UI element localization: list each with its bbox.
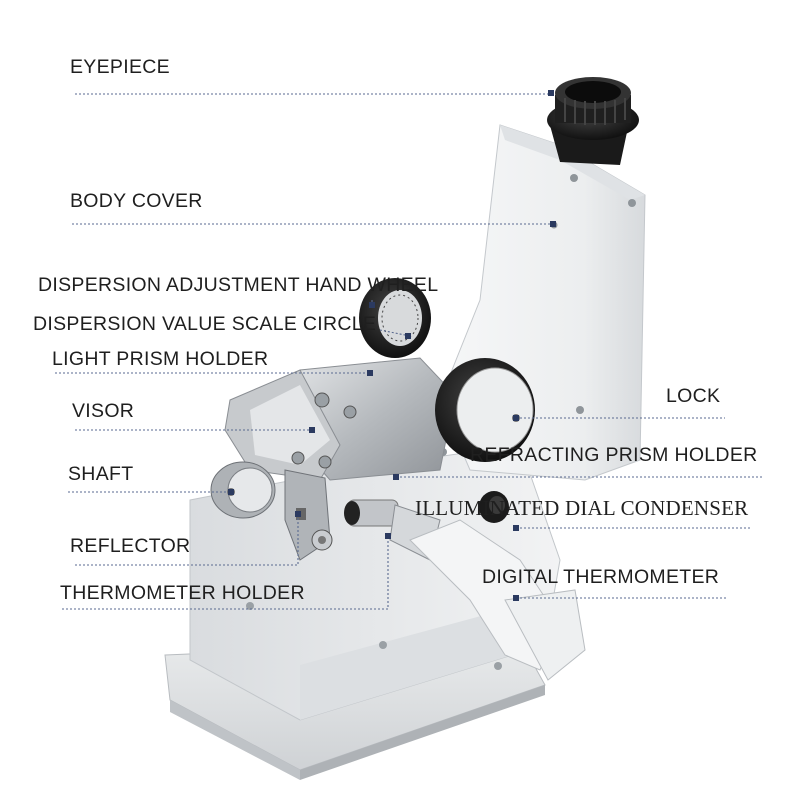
leader-thermometer-holder xyxy=(62,536,389,610)
label-lock: LOCK xyxy=(666,385,721,407)
shaft-roller xyxy=(210,461,276,519)
marker-thermometer-holder xyxy=(385,533,391,539)
digital-thermometer-arm xyxy=(409,519,586,681)
label-thermometer-holder: THERMOMETER HOLDER xyxy=(60,582,305,604)
marker-refracting-prism-holder xyxy=(393,474,399,480)
marker-light-prism-holder xyxy=(367,370,373,376)
marker-visor xyxy=(309,427,315,433)
dial-condenser-knob xyxy=(479,491,509,523)
marker-scale-circle xyxy=(405,333,411,339)
label-dispersion-scale-circle: DISPERSION VALUE SCALE CIRCLE xyxy=(33,313,377,335)
label-digital-thermometer: DIGITAL THERMOMETER xyxy=(482,566,720,588)
leader-reflector xyxy=(75,514,299,566)
lock-knob xyxy=(435,358,535,462)
label-shaft: SHAFT xyxy=(68,463,134,485)
marker-digital-thermometer xyxy=(513,595,519,601)
label-visor: VISOR xyxy=(72,400,135,422)
marker-hand-wheel xyxy=(369,302,375,308)
prism-holder-block xyxy=(224,357,456,481)
lower-housing xyxy=(189,444,561,721)
label-light-prism-holder: LIGHT PRISM HOLDER xyxy=(52,348,269,370)
marker-eyepiece xyxy=(548,90,554,96)
marker-dial-condenser xyxy=(513,525,519,531)
label-refracting-prism-holder: REFRACTING PRISM HOLDER xyxy=(470,444,758,466)
label-body-cover: BODY COVER xyxy=(70,190,203,212)
marker-reflector xyxy=(295,511,301,517)
eyepiece-assembly xyxy=(547,77,639,165)
pointer-markers xyxy=(228,90,556,601)
leader-lines xyxy=(55,93,762,610)
label-reflector: REFLECTOR xyxy=(70,535,191,557)
label-dispersion-hand-wheel: DISPERSION ADJUSTMENT HAND WHEEL xyxy=(38,274,439,296)
label-illuminated-dial-condenser: ILLUMINATED DIAL CONDENSER xyxy=(415,496,749,520)
marker-body-cover xyxy=(550,221,556,227)
marker-lock xyxy=(513,415,519,421)
label-eyepiece: EYEPIECE xyxy=(70,56,170,78)
marker-shaft xyxy=(228,489,234,495)
